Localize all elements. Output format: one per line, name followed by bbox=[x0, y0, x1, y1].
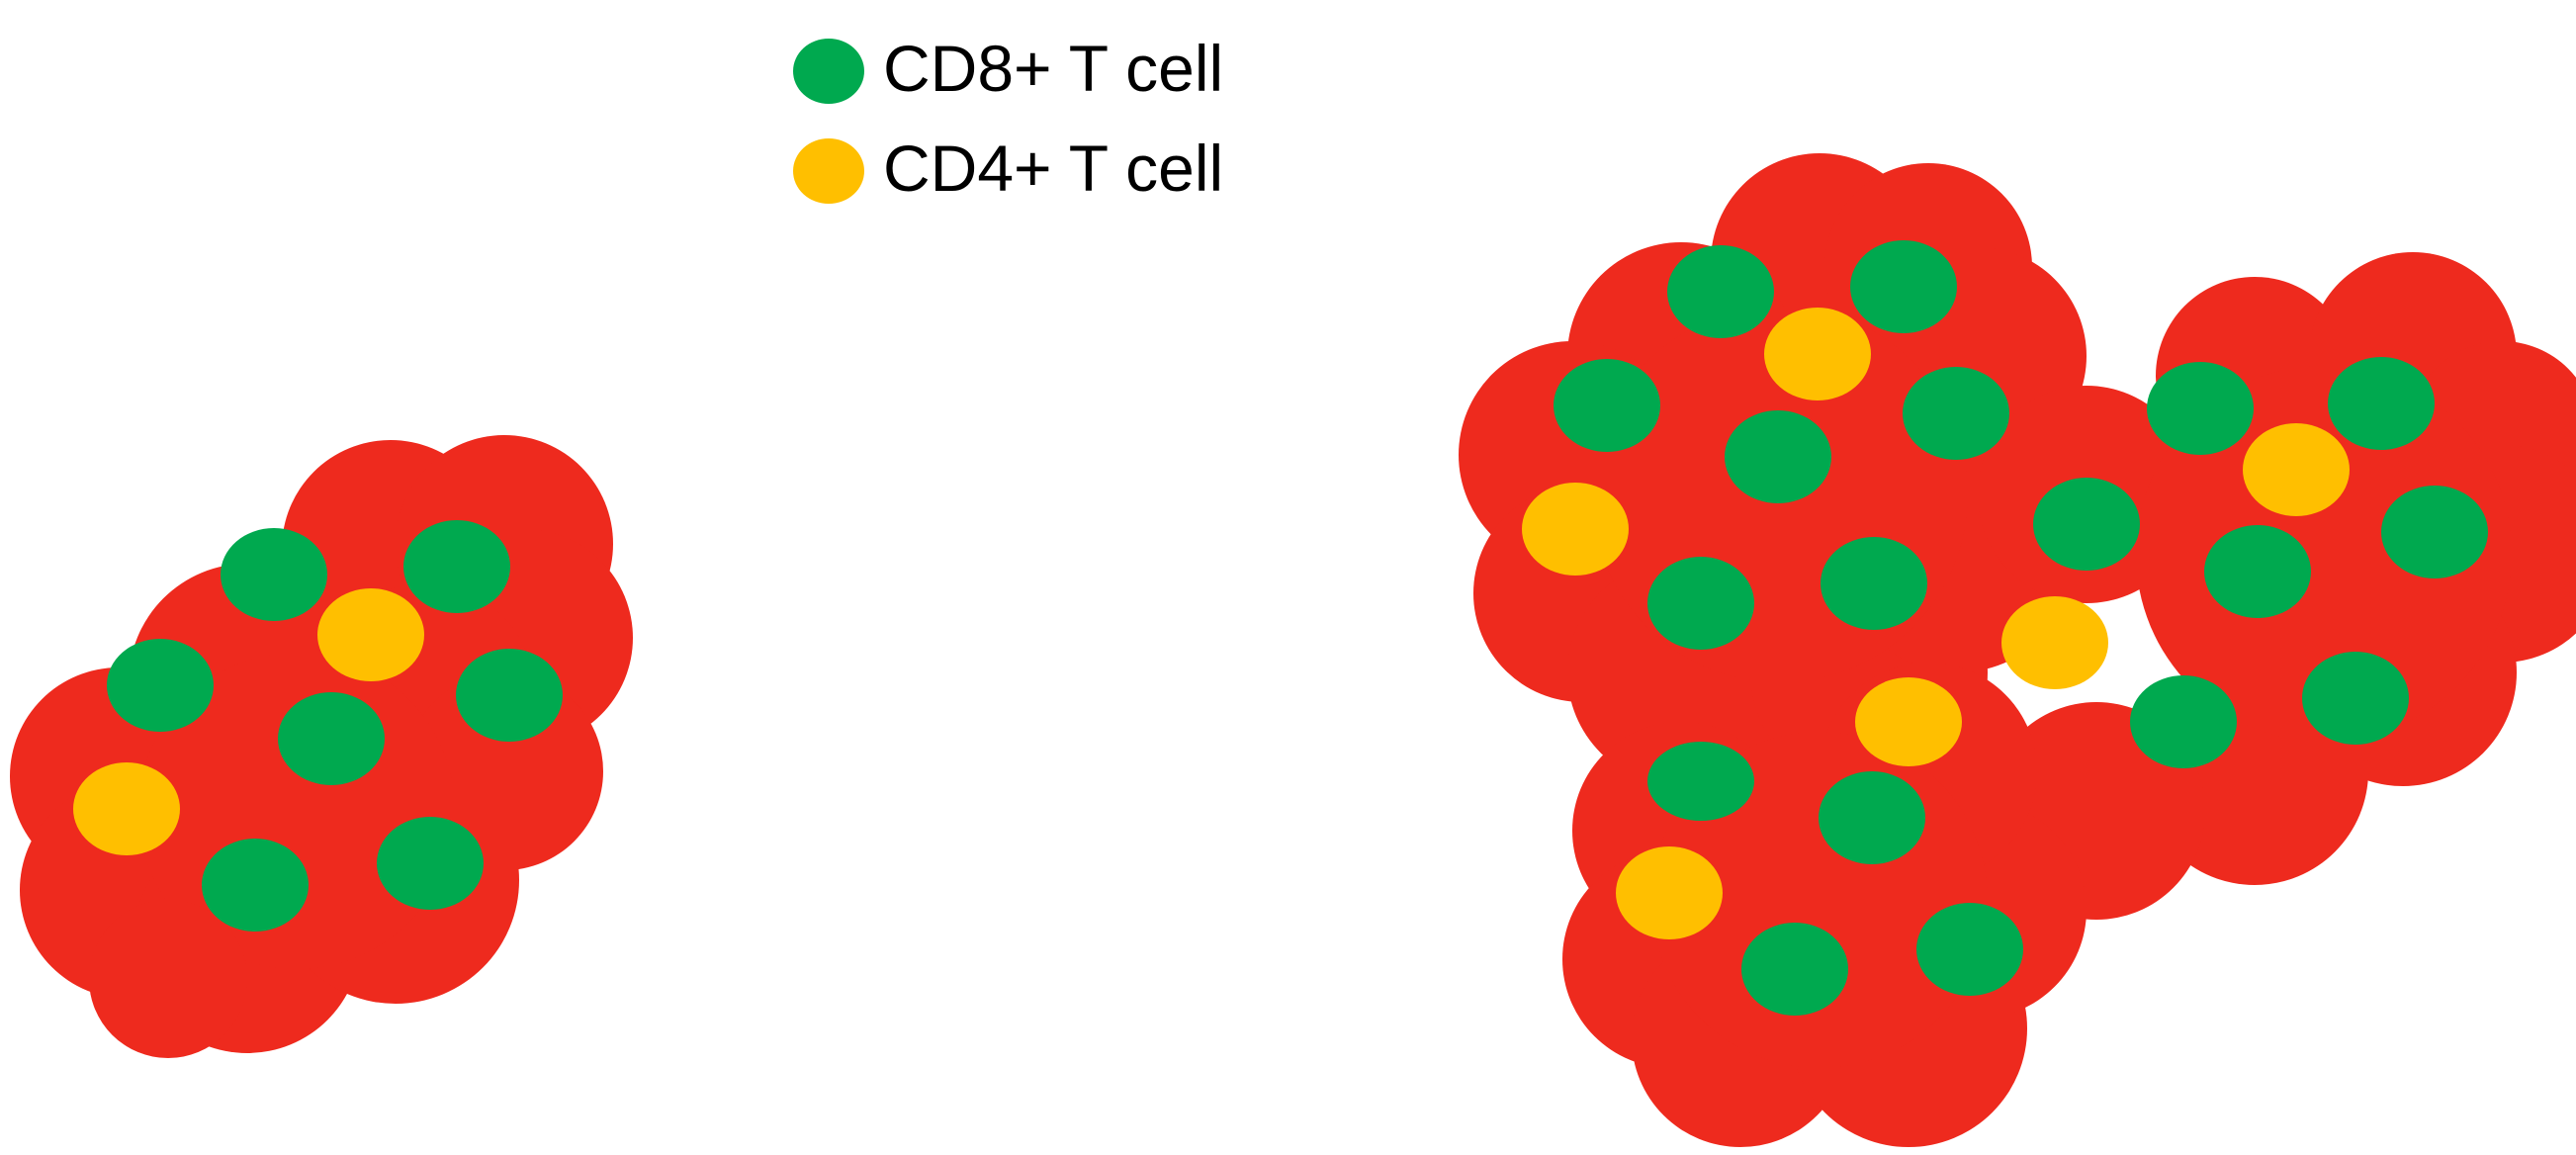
cd8-t-cell bbox=[1903, 367, 2009, 460]
legend-swatch-cd4 bbox=[793, 138, 864, 204]
cd8-t-cell bbox=[1554, 359, 1660, 452]
cd8-t-cell bbox=[1916, 903, 2023, 996]
cd4-t-cell bbox=[73, 762, 180, 855]
cd8-t-cell bbox=[2147, 362, 2254, 455]
tumor-cluster-small bbox=[10, 435, 633, 1058]
cd8-t-cell bbox=[377, 817, 484, 910]
cd4-t-cell bbox=[1764, 308, 1871, 400]
cd4-t-cell bbox=[1855, 677, 1962, 766]
cd8-t-cell bbox=[1647, 557, 1754, 650]
cd8-t-cell bbox=[278, 692, 385, 785]
cd8-t-cell bbox=[1667, 245, 1774, 338]
legend-item-cd8: CD8+ T cell bbox=[793, 32, 1223, 105]
cd8-t-cell bbox=[2302, 652, 2409, 745]
cd8-t-cell bbox=[1819, 771, 1925, 864]
cd8-t-cell bbox=[2130, 675, 2237, 768]
legend: CD8+ T cell CD4+ T cell bbox=[793, 32, 1223, 205]
cd4-t-cell bbox=[1616, 846, 1723, 939]
cd4-t-cell bbox=[317, 588, 424, 681]
cd8-t-cell bbox=[107, 639, 214, 732]
cd4-t-cell bbox=[2001, 596, 2108, 689]
cd8-t-cell bbox=[2381, 486, 2488, 578]
cd8-t-cell bbox=[403, 520, 510, 613]
cd8-t-cell bbox=[202, 839, 309, 932]
cd8-t-cell bbox=[1647, 742, 1754, 821]
cd8-t-cell bbox=[2328, 357, 2435, 450]
cd8-t-cell bbox=[456, 649, 563, 742]
cd8-t-cell bbox=[1850, 240, 1957, 333]
cd8-t-cell bbox=[1725, 410, 1831, 503]
cd8-t-cell bbox=[221, 528, 327, 621]
legend-label-cd8: CD8+ T cell bbox=[883, 32, 1223, 105]
tumor-cluster-large bbox=[1459, 153, 2576, 1147]
cd8-t-cell bbox=[1741, 923, 1848, 1016]
cd8-t-cell bbox=[2204, 525, 2311, 618]
cd4-t-cell bbox=[2243, 423, 2350, 516]
cd8-t-cell bbox=[1821, 537, 1927, 630]
cd8-t-cell bbox=[2033, 478, 2140, 571]
legend-item-cd4: CD4+ T cell bbox=[793, 132, 1223, 205]
legend-label-cd4: CD4+ T cell bbox=[883, 132, 1223, 205]
legend-swatch-cd8 bbox=[793, 39, 864, 104]
cd4-t-cell bbox=[1522, 483, 1629, 576]
